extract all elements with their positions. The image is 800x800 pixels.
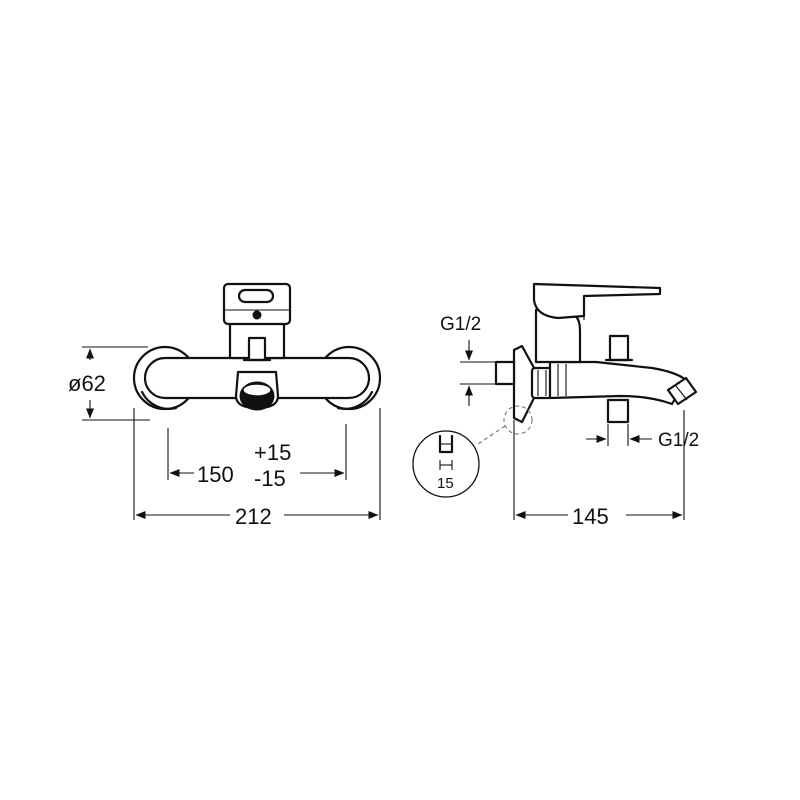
spacing-dimension: 150 +15 -15 xyxy=(167,424,347,491)
width-dimension: 212 xyxy=(133,408,381,529)
side-body xyxy=(548,360,688,406)
diverter-knob xyxy=(608,334,630,362)
thread-outlet-dimension: G1/2 xyxy=(586,424,699,451)
tolerance-minus: -15 xyxy=(254,466,286,491)
set-screw xyxy=(252,310,262,320)
side-lever xyxy=(532,282,662,320)
depth-dimension: 145 xyxy=(513,410,685,529)
diameter-dimension: ø62 xyxy=(68,346,150,421)
side-view: G1/2 G1/2 145 15 xyxy=(412,282,699,529)
thread-inlet-label: G1/2 xyxy=(440,314,481,335)
inlet-connector xyxy=(494,360,516,386)
diameter-label: ø62 xyxy=(68,371,106,396)
detail-marker xyxy=(503,405,533,435)
tolerance-plus: +15 xyxy=(254,440,291,465)
spacing-label: 150 xyxy=(197,462,234,487)
thread-outlet-label: G1/2 xyxy=(658,430,699,451)
width-label: 212 xyxy=(235,504,272,529)
thread-inlet-dimension: G1/2 xyxy=(440,314,500,406)
detail-circle xyxy=(412,430,480,498)
diverter-stem xyxy=(247,336,267,362)
outlet-connector xyxy=(606,398,630,424)
front-view: ø62 150 +15 -15 212 xyxy=(68,282,382,529)
mixer-profile xyxy=(494,282,698,424)
depth-label: 145 xyxy=(572,504,609,529)
detail-callout: 15 xyxy=(412,405,533,498)
detail-height-label: 15 xyxy=(437,475,454,492)
aerator xyxy=(666,376,698,406)
mixer-body xyxy=(132,282,382,411)
